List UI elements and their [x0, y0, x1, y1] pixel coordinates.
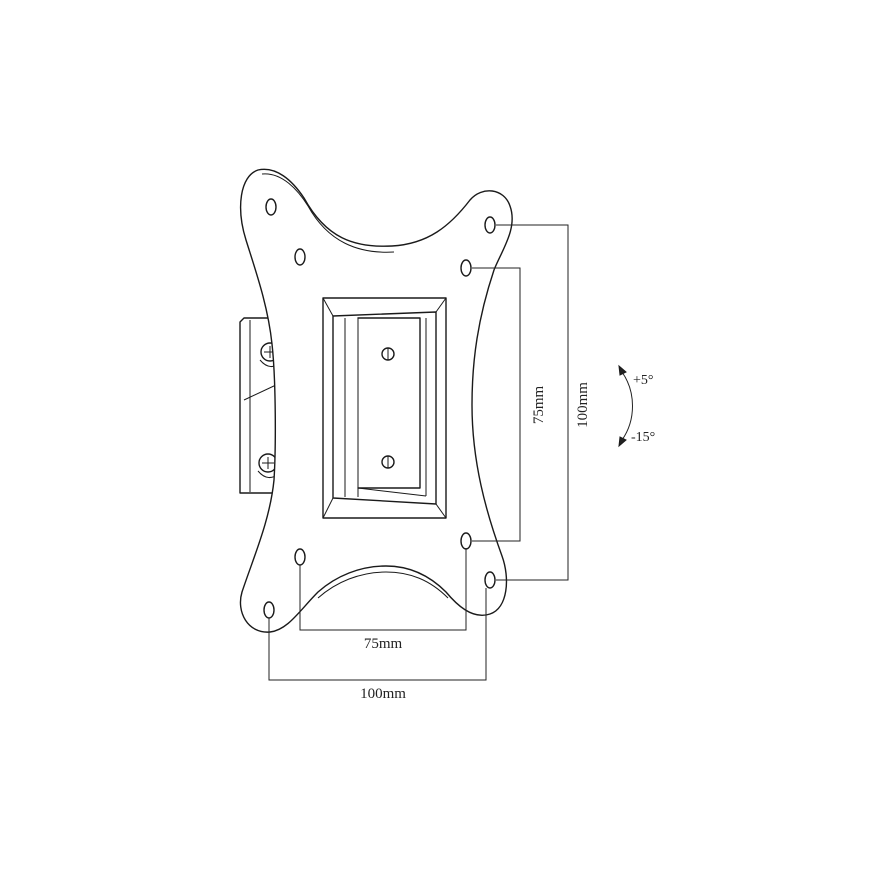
- hole-outer-top-right: [484, 216, 496, 234]
- label-vertical-75mm: 75mm: [531, 386, 547, 425]
- hole-inner-top-left: [294, 248, 306, 266]
- hole-outer-bottom-right: [484, 571, 496, 589]
- keyhole-top: [381, 347, 395, 361]
- arrow-down-icon: [618, 436, 627, 448]
- vertical-dimensions: [472, 224, 569, 581]
- horizontal-dimensions: [268, 548, 487, 681]
- label-tilt-up: +5°: [633, 373, 654, 388]
- hole-inner-top-right: [460, 259, 472, 277]
- tilt-indicator: +5° -15°: [618, 364, 655, 448]
- arrow-up-icon: [618, 364, 627, 376]
- hole-outer-top-left: [265, 198, 277, 216]
- center-frame: [322, 297, 447, 519]
- label-horizontal-75mm: 75mm: [364, 636, 403, 652]
- label-horizontal-100mm: 100mm: [360, 686, 406, 702]
- label-tilt-down: -15°: [631, 430, 655, 445]
- label-vertical-100mm: 100mm: [575, 382, 591, 428]
- keyhole-bottom: [381, 455, 395, 469]
